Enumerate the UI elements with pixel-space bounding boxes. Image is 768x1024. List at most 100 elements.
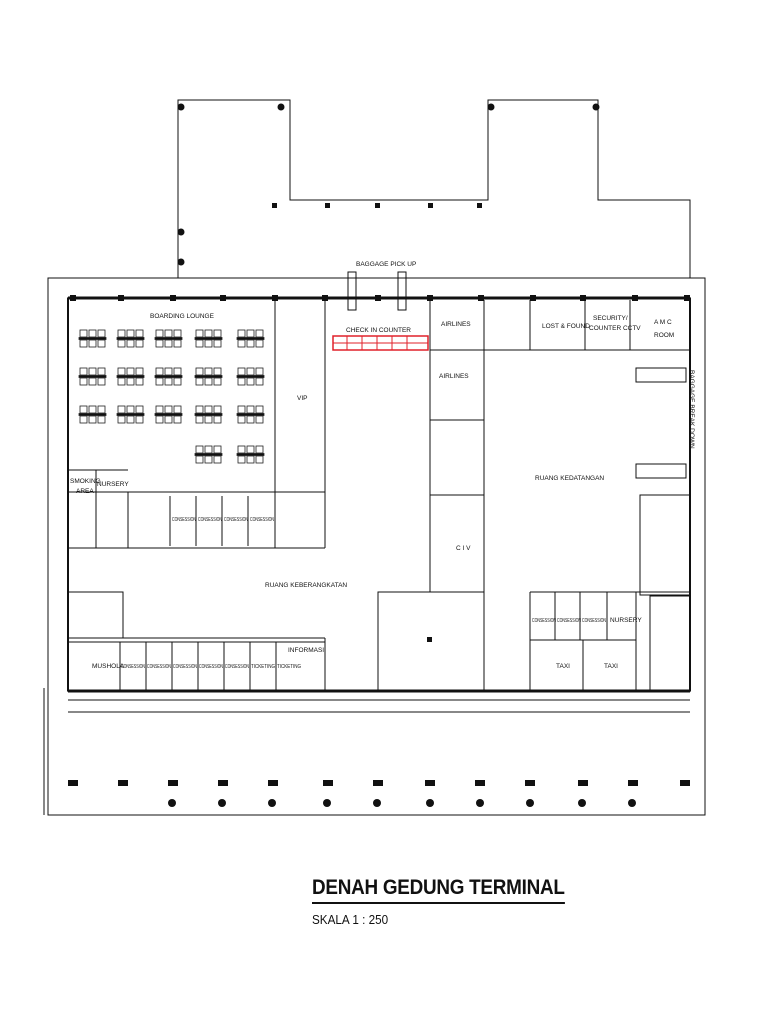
civ-label: C I V: [456, 545, 471, 552]
seat: [164, 329, 173, 338]
lower-counter-label: CONSESSION: [199, 664, 223, 670]
seat: [213, 455, 222, 464]
seat-row-bar: [194, 375, 223, 378]
seat: [164, 415, 173, 424]
seat: [213, 367, 222, 376]
lower-counter-label: CONSESSION: [121, 664, 145, 670]
seat: [255, 329, 264, 338]
seat: [204, 415, 213, 424]
seat-row-bar: [194, 413, 223, 416]
baggage-pickup-label: BAGGAGE PICK UP: [356, 261, 416, 268]
right-concession-label: CONSESSION: [532, 618, 556, 624]
seat: [195, 445, 204, 454]
seat: [155, 339, 164, 348]
security-label-line1: SECURITY/: [593, 315, 628, 322]
building-outer-wall: [47, 277, 706, 816]
seat: [255, 445, 264, 454]
seat: [237, 377, 246, 386]
wall-columns: [70, 295, 690, 642]
seat: [195, 405, 204, 414]
seat: [204, 445, 213, 454]
right-concession-label: CONSESSION: [582, 618, 606, 624]
informasi-label: INFORMASI: [288, 647, 324, 654]
seat: [79, 329, 88, 338]
seat-row-bar: [78, 375, 107, 378]
seat: [213, 329, 222, 338]
seat-row-bar: [78, 413, 107, 416]
seat: [255, 405, 264, 414]
seat: [135, 329, 144, 338]
ruang-kedatangan-label: RUANG KEDATANGAN: [535, 475, 604, 482]
seat: [255, 377, 264, 386]
boarding-lounge-seating: [78, 329, 265, 464]
seat: [97, 377, 106, 386]
seat: [237, 339, 246, 348]
seat-row-bar: [236, 413, 265, 416]
lost-found-label: LOST & FOUND: [542, 323, 590, 330]
seat: [126, 377, 135, 386]
seat: [117, 367, 126, 376]
seat: [164, 339, 173, 348]
seat: [164, 377, 173, 386]
seat-row-bar: [116, 337, 145, 340]
seat: [79, 339, 88, 348]
seat: [255, 339, 264, 348]
seat: [155, 405, 164, 414]
seat-row-bar: [116, 413, 145, 416]
seat: [117, 415, 126, 424]
seat: [155, 367, 164, 376]
seat: [135, 415, 144, 424]
seat-row-bar: [154, 337, 183, 340]
seat: [97, 339, 106, 348]
seat: [246, 329, 255, 338]
check-in-counter: [332, 335, 429, 351]
seat: [246, 405, 255, 414]
seat: [97, 329, 106, 338]
seat: [237, 455, 246, 464]
seat: [173, 377, 182, 386]
lower-counter-label: CONSESSION: [173, 664, 197, 670]
seat: [135, 405, 144, 414]
seat: [88, 415, 97, 424]
seat: [126, 405, 135, 414]
taxi-label-1: TAXI: [556, 663, 570, 670]
seat: [213, 445, 222, 454]
seat: [237, 445, 246, 454]
seat: [195, 367, 204, 376]
seat: [213, 415, 222, 424]
seat: [155, 415, 164, 424]
seat: [173, 339, 182, 348]
seat: [79, 377, 88, 386]
ruang-keberangkatan-label: RUANG KEBERANGKATAN: [265, 582, 347, 589]
seat: [126, 367, 135, 376]
seat: [195, 339, 204, 348]
seat: [173, 329, 182, 338]
seat: [204, 367, 213, 376]
seat: [173, 405, 182, 414]
seat: [79, 405, 88, 414]
lower-counter-label: TICKETING: [277, 664, 301, 670]
seat-row-bar: [154, 375, 183, 378]
seat: [195, 455, 204, 464]
upper-concession-label: CONSESSION: [224, 517, 248, 523]
seat: [117, 339, 126, 348]
canopy-outline: [177, 99, 691, 278]
seat-row-bar: [154, 413, 183, 416]
nursery-left-label: NURSERY: [97, 481, 129, 488]
seat: [88, 339, 97, 348]
seat: [173, 367, 182, 376]
right-concession-label: CONSESSION: [557, 618, 581, 624]
seat: [88, 377, 97, 386]
seat: [88, 367, 97, 376]
seat: [246, 339, 255, 348]
seat: [237, 415, 246, 424]
nursery-right-label: NURSERY: [610, 617, 642, 624]
drawing-scale: SKALA 1 : 250: [312, 912, 389, 927]
seat: [237, 367, 246, 376]
seat-row-bar: [236, 375, 265, 378]
amc-label-line2: ROOM: [654, 332, 674, 339]
seat: [164, 367, 173, 376]
seat: [204, 339, 213, 348]
seat: [195, 415, 204, 424]
airlines-label-1: AIRLINES: [441, 321, 471, 328]
